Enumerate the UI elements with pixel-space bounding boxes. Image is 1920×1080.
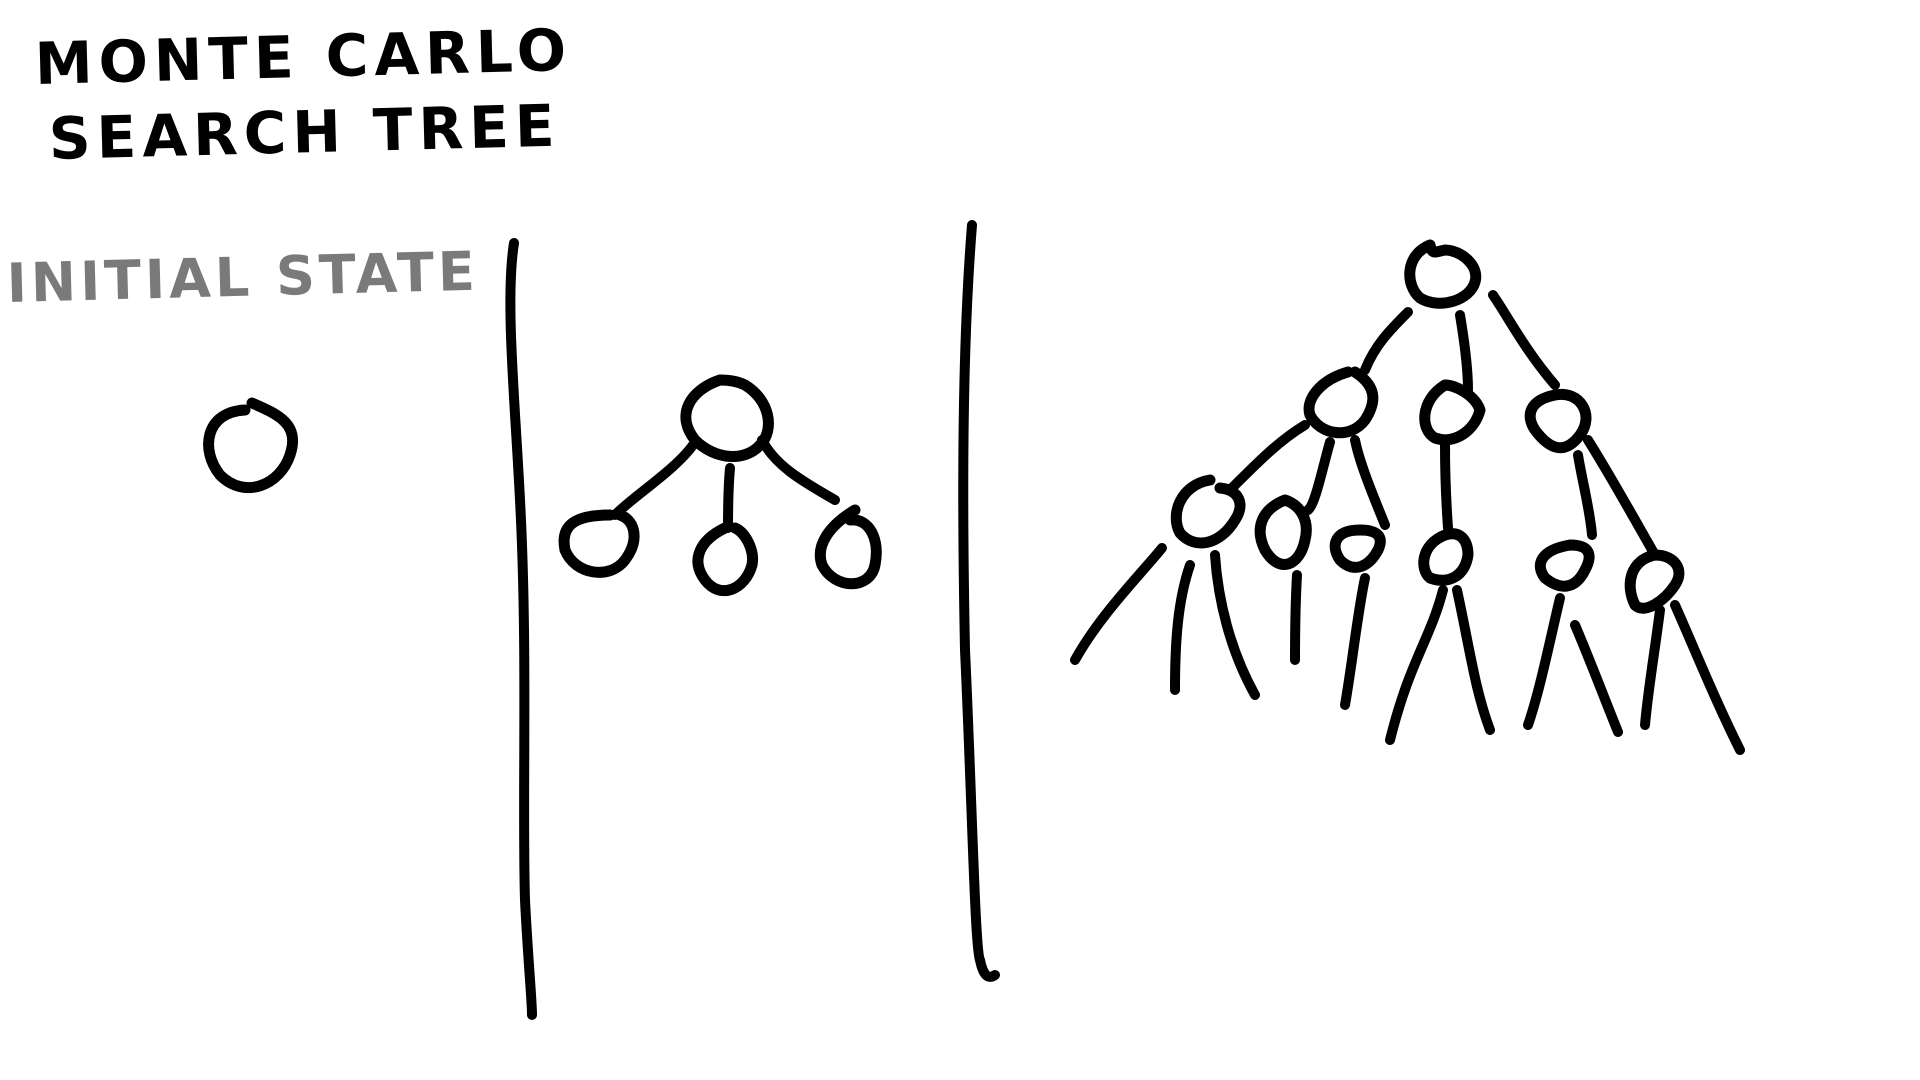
tree3-edge-l1left-a (1225, 420, 1310, 495)
tree3-leaf-edge-6 (1385, 585, 1448, 745)
panel-deep-tree (1070, 239, 1745, 755)
tree3-l2-node-2 (1254, 494, 1312, 570)
tree3-leaf-edge-9 (1570, 620, 1623, 737)
tree3-l2-node-4 (1418, 528, 1474, 586)
tree3-edge-root-right (1488, 290, 1560, 390)
tree3-l2-node-1 (1170, 474, 1246, 549)
panel-initial-state (203, 397, 299, 494)
divider-right (958, 220, 1000, 982)
tree3-leaf-edge-1 (1070, 543, 1167, 665)
tree3-root-node (1404, 239, 1482, 309)
tree3-leaf-edge-11 (1670, 600, 1745, 755)
tree2-child-middle (692, 522, 759, 597)
tree2-edge-middle (723, 463, 735, 533)
tree3-edge-root-left (1360, 307, 1413, 375)
tree3-leaf-edge-7 (1452, 585, 1495, 735)
tree2-edge-left (610, 440, 698, 520)
tree3-edge-l1left-c (1350, 435, 1390, 530)
tree3-edge-l1left-b (1303, 437, 1335, 515)
tree3-leaf-edge-3 (1210, 550, 1260, 700)
divider-left (505, 238, 537, 1020)
tree2-edge-right (757, 435, 840, 505)
tree3-leaf-edge-2 (1170, 560, 1195, 695)
panel-expanded-tree (558, 374, 882, 597)
tree3-leaf-edge-5 (1340, 573, 1370, 710)
tree2-child-left (558, 509, 640, 578)
tree3-edge-l1mid (1440, 440, 1453, 533)
tree3-edge-root-middle (1455, 310, 1473, 395)
tree3-l2-node-3 (1329, 524, 1386, 573)
tree2-root-node (680, 374, 774, 462)
root-node-initial (203, 397, 299, 494)
tree3-edge-l1right-a (1573, 450, 1597, 540)
tree3-leaf-edge-4 (1290, 570, 1302, 665)
tree3-leaf-edge-8 (1523, 593, 1565, 730)
tree3-l1-node-right (1524, 388, 1592, 454)
tree3-l1-node-middle (1419, 379, 1486, 446)
tree3-l2-node-5 (1534, 539, 1595, 592)
tree3-l1-node-left (1303, 366, 1379, 439)
tree3-leaf-edge-10 (1640, 605, 1665, 730)
tree3-edge-l1right-b (1583, 435, 1660, 560)
tree3-l2-node-6 (1624, 549, 1685, 614)
tree2-child-right (814, 504, 882, 590)
